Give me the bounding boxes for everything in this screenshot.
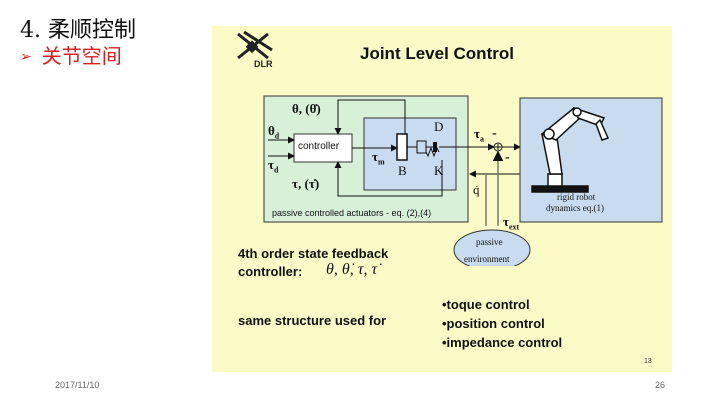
robot-caption-2: dynamics eq.(1): [546, 203, 604, 213]
subtitle-text: 关节空间: [41, 44, 122, 68]
label-tau-d: τd: [268, 157, 279, 175]
use-item: •position control: [442, 316, 545, 331]
slide-title: 4. 柔顺控制: [20, 18, 136, 43]
label-feedback-bottom: τ, (τ̇): [292, 176, 320, 191]
robot-arm-icon: [531, 106, 610, 193]
environment-label-1: passive: [476, 237, 503, 247]
footer-page-number: 26: [655, 380, 666, 390]
label-B: B: [398, 163, 407, 178]
label-D: D: [434, 119, 444, 134]
use-item: •toque control: [442, 297, 530, 312]
label-feedback-top: θ, (θ̇): [292, 101, 321, 116]
label-K: K: [434, 163, 444, 178]
label-minus-top: -: [492, 126, 497, 141]
environment-label-2: environment: [464, 254, 510, 264]
label-theta-d: θd: [268, 123, 280, 141]
panel-slide-number: 13: [644, 358, 652, 365]
label-minus-right: -: [505, 150, 510, 165]
label-tau-ext: τext: [503, 214, 520, 232]
feedback-vars: θ, θ̇, τ, τ̇: [326, 261, 378, 278]
label-tau-m: τm: [372, 149, 385, 167]
dlr-logo-text: DLR: [254, 59, 273, 69]
content-panel: DLR Joint Level Control: [212, 26, 672, 372]
block-diagram: [263, 95, 663, 266]
use-item: •impedance control: [442, 335, 563, 350]
label-q-dot: q̇: [473, 182, 480, 197]
controller-label: controller: [298, 141, 340, 152]
feedback-line-1: 4th order state feedback: [238, 246, 389, 261]
subtitle-bullet-icon: ➢: [20, 49, 32, 65]
motor-box: [363, 117, 457, 191]
actuator-caption: passive controlled actuators - eq. (2),(…: [272, 208, 432, 218]
footer-date: 2017/11/10: [55, 380, 100, 390]
panel-title: Joint Level Control: [360, 44, 514, 63]
feedback-line-2: controller:: [238, 264, 303, 279]
environment-ellipse: [453, 229, 531, 266]
slide-subtitle: ➢ 关节空间: [20, 40, 122, 69]
robot-caption-1: rigid robot: [557, 192, 596, 202]
dlr-logo-icon: [237, 30, 273, 60]
label-tau-a: τa: [474, 126, 484, 144]
same-structure-text: same structure used for: [238, 313, 387, 328]
